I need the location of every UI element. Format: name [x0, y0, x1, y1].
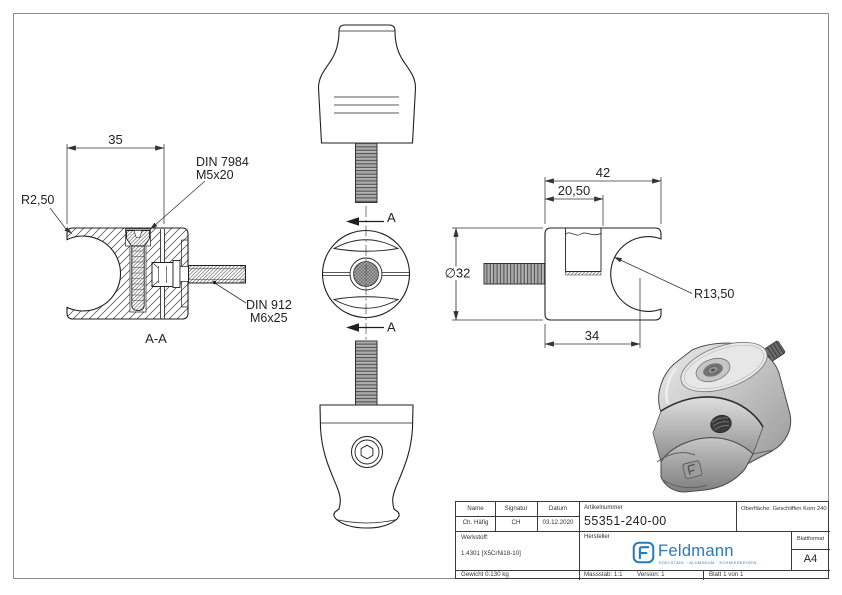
dim-2050: 20,50	[558, 183, 591, 198]
countersunk-screw-3d	[695, 357, 731, 383]
section-marker-a-top: A	[387, 210, 396, 225]
blatt: Blatt 1 von 1	[709, 570, 744, 578]
oberflaeche-label: Oberfläche:	[741, 506, 771, 512]
artikelnummer-value: 55351-240-00	[584, 514, 667, 528]
title-block: Name Signatur Datum Ch. Häfig CH 03.12.2…	[455, 501, 830, 580]
dim-diameter-32: ∅32	[445, 266, 471, 281]
saddle-threaded-hole-3d	[710, 414, 732, 434]
hex-socket	[360, 444, 374, 460]
gewicht: Gewicht 0.130 kg	[461, 570, 509, 578]
section-body	[66, 227, 189, 320]
label-r250: R2,50	[21, 193, 54, 207]
label-m6x25: M6x25	[250, 311, 288, 325]
oberflaeche: Oberfläche: Geschliffen Korn 240	[741, 506, 827, 512]
side-screw-head	[151, 262, 174, 287]
logo-stamp-3d	[682, 460, 703, 479]
view-isometric-3d	[652, 340, 792, 493]
signatur-value: CH	[511, 519, 521, 526]
hersteller-label: Hersteller	[584, 533, 610, 540]
sheet-border	[13, 13, 829, 579]
dim-35: 35	[108, 132, 122, 147]
datum-header: Datum	[548, 504, 568, 512]
label-m5x20: M5x20	[196, 168, 234, 182]
blattformat-label: Blattformat	[796, 535, 825, 542]
version: Version: 1	[637, 570, 665, 578]
artikelnummer-label: Artikelnummer	[584, 505, 623, 511]
label-din7984: DIN 7984	[196, 155, 249, 169]
body-outline	[544, 227, 662, 321]
dim-34: 34	[585, 328, 599, 343]
dim-42: 42	[596, 165, 610, 180]
werkstoff-label: Werkstoff:	[461, 534, 489, 541]
body-outline	[317, 24, 417, 144]
name-value: Ch. Häfig	[462, 519, 489, 526]
lower-jaw-3d	[660, 437, 754, 493]
label-din912: DIN 912	[246, 298, 292, 312]
view-front-elevation-top	[317, 24, 417, 203]
logo-tagline: EDELSTAHL · ALUMINIUM · SCHMIEDEEISEN	[659, 560, 757, 565]
glass-gasket	[565, 271, 602, 276]
section-label: A-A	[145, 331, 167, 346]
threaded-stud	[355, 340, 378, 406]
side-screw-stud	[188, 265, 246, 284]
view-front-elevation-bottom	[319, 340, 414, 529]
view-side-right: 42 20,50 ∅32 34 R13,50	[441, 165, 734, 348]
view-top-circular: A A	[321, 206, 411, 341]
name-header: Name	[467, 504, 484, 512]
werkstoff-value: 1.4301 [X5CrNi18-10]	[461, 550, 521, 557]
threaded-stud	[483, 263, 546, 285]
blattformat-value: A4	[803, 553, 818, 565]
logo-name: Feldmann	[658, 542, 734, 560]
datum-value: 03.12.2020	[542, 519, 574, 526]
massstab: Massstab: 1:1	[584, 570, 623, 578]
vertical-screw-shank	[131, 245, 145, 311]
view-section-a-a: 35 R2,50 DIN 7984 M5x20 DIN 912 M6x25 A-…	[21, 132, 292, 346]
signatur-header: Signatur	[504, 504, 528, 512]
section-marker-a-bottom: A	[387, 320, 396, 335]
label-r1350: R13,50	[694, 287, 734, 301]
oberflaeche-value: Geschliffen Korn 240	[772, 506, 827, 512]
feldmann-f-icon	[632, 541, 655, 564]
threaded-stud	[355, 142, 378, 203]
